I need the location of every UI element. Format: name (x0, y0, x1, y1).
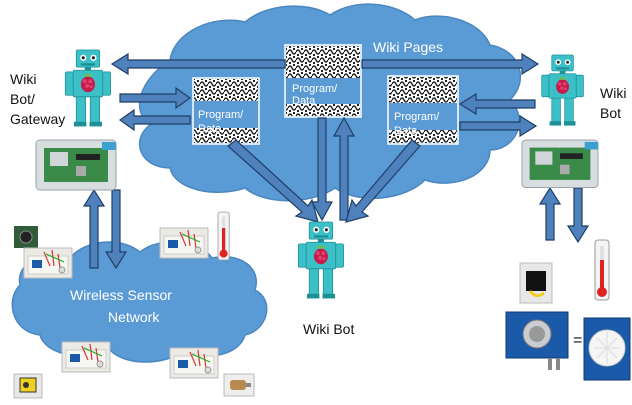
raspberry-pi-robot-icon (541, 54, 584, 126)
motion-sensor-icon (583, 317, 631, 381)
page-label-line2: Data (292, 95, 316, 107)
arrow-right-bot-to-page (458, 92, 536, 116)
arrow-sensors-to-right-pi (538, 186, 562, 241)
page-label-line1: Program/ (198, 109, 244, 121)
arrows (82, 52, 590, 270)
page-label-line2: Data (394, 125, 418, 137)
center-bot-label: Wiki Bot (303, 321, 354, 337)
wireless-sensor-label-line1: Wireless Sensor (70, 287, 172, 303)
arrow-right-page-to-center-bot (345, 139, 421, 223)
wiki-pages-label: Wiki Pages (373, 39, 443, 55)
raspberry-pi-robot-icon (64, 49, 111, 127)
raspberry-pi-board-icon (35, 139, 117, 191)
arrow-to-left-bot (110, 52, 286, 76)
arrow-to-right-bot (361, 52, 540, 76)
sensor-board-icon (159, 227, 209, 259)
sensor-board-icon (61, 341, 111, 373)
arrow-right-pi-to-sensors (566, 187, 590, 244)
thermometer-icon (217, 211, 230, 261)
equals-sign: = (573, 332, 582, 349)
left-bot-label-line2: Bot/ (10, 91, 35, 107)
left-bot-label-line1: Wiki (10, 71, 36, 87)
arrow-left-bot-to-page (119, 86, 192, 110)
arrow-page-to-right-bot (459, 114, 538, 138)
program-data-page-center[interactable]: Program/ Data (284, 44, 362, 118)
right-bot-label-line1: Wiki (600, 85, 626, 101)
program-data-page-left[interactable]: Program/ Data (192, 77, 260, 145)
gas-sensor-icon (505, 311, 569, 370)
right-bot-label-line2: Bot (600, 105, 621, 121)
sensor-board-icon (169, 347, 219, 379)
page-label-line1: Program/ (292, 83, 338, 95)
arrow-left-page-to-center-bot (227, 139, 319, 223)
arrow-center-page-to-center-bot (310, 117, 334, 222)
arrow-left-pi-to-wsn (104, 189, 128, 270)
raspberry-pi-robot-icon (297, 221, 344, 299)
raspberry-pi-board-icon (521, 139, 599, 188)
motor-icon (223, 373, 255, 397)
program-data-page-right[interactable]: Program/ Data (387, 75, 459, 145)
light-sensor-icon (13, 373, 43, 399)
camera-module-icon (14, 226, 38, 248)
arrow-center-bot-to-center-page (332, 116, 356, 221)
arrow-wsn-to-left-pi (82, 188, 106, 269)
page-label-line2: Data (198, 123, 222, 135)
left-bot-label-line3: Gateway (10, 111, 65, 127)
wireless-sensor-label-line2: Network (108, 309, 160, 325)
page-label-line1: Program/ (394, 111, 440, 123)
thermometer-icon (594, 239, 610, 301)
light-sensor-icon (519, 262, 553, 304)
sensor-board-icon (23, 247, 73, 279)
arrow-page-to-left-bot (118, 108, 191, 132)
